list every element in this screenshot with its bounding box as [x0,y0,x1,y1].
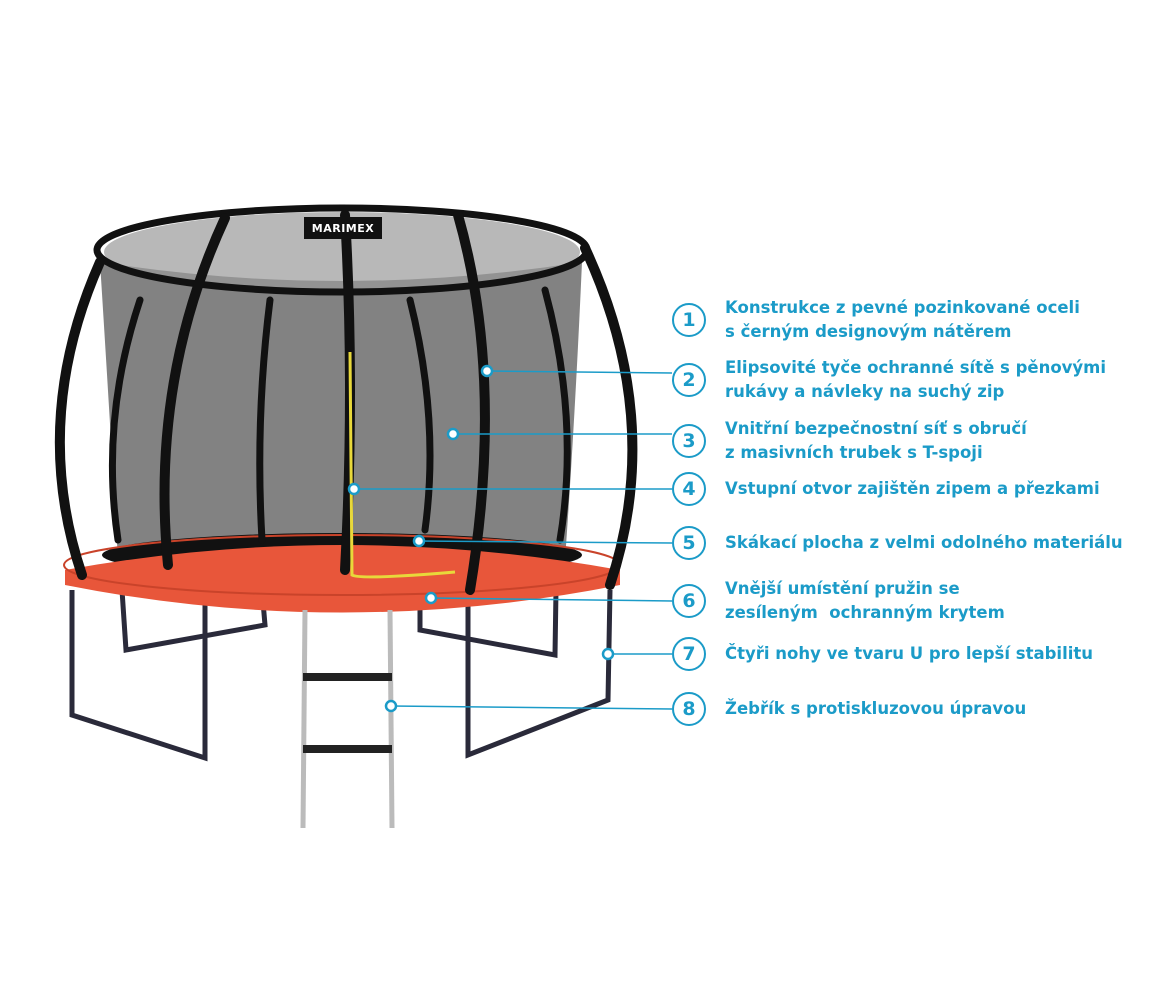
callout-1: 1 Konstrukce z pevné pozinkované oceli s … [672,296,1080,344]
callout-6: 6 Vnější umístění pružin se zesíleným och… [672,577,1005,625]
callout-number: 7 [672,637,706,671]
callout-text: Konstrukce z pevné pozinkované oceli s č… [725,298,1080,341]
callout-number: 2 [672,363,706,397]
callout-5: 5 Skákací plocha z velmi odolného materiá… [672,526,1123,560]
callout-text: Čtyři nohy ve tvaru U pro lepší stabilit… [725,644,1094,663]
callout-text: Elipsovité tyče ochranné sítě s pěnovými… [725,358,1107,401]
safety-net [100,262,582,560]
callout-text: Vnitřní bezpečnostní síť s obručí z masi… [725,419,1027,462]
callout-number: 4 [672,472,706,506]
spring-pad [65,545,620,613]
leader-lines [347,364,673,713]
net-poles [54,210,638,595]
callout-number: 5 [672,526,706,560]
callout-text: Vstupní otvor zajištěn zipem a přezkami [725,479,1100,498]
callout-text: Žebřík s protiskluzovou úpravou [725,699,1027,718]
callout-number: 1 [672,303,706,337]
callout-2: 2 Elipsovité tyče ochranné sítě s pěnovým… [672,356,1106,404]
callout-8: 8 Žebřík s protiskluzovou úpravou [672,692,1026,726]
callout-number: 8 [672,692,706,726]
callout-number: 6 [672,584,706,618]
callout-4: 4 Vstupní otvor zajištěn zipem a přezkami [672,472,1100,506]
entrance-zipper [348,351,456,579]
callout-text: Vnější umístění pružin se zesíleným ochr… [725,579,1005,622]
callout-text: Skákací plocha z velmi odolného materiál… [725,533,1123,552]
callout-3: 3 Vnitřní bezpečnostní síť s obručí z mas… [672,417,1027,465]
callout-7: 7 Čtyři nohy ve tvaru U pro lepší stabili… [672,637,1093,671]
ladder [300,609,395,829]
callout-number: 3 [672,424,706,458]
brand-label: MARIMEX [304,217,382,239]
